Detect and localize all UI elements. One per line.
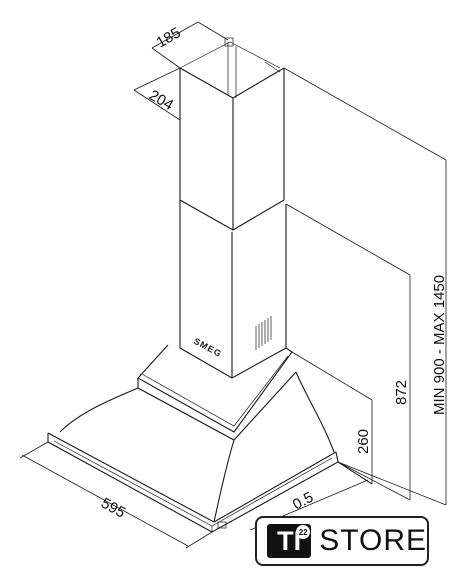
logo-superscript: 22 [296,525,311,539]
dimension-872-label: 872 [393,380,410,405]
dimension-partial-label: 0.5 [290,489,316,514]
dimension-595-label: 595 [98,495,128,522]
dimension-width-185: 185 [151,21,229,69]
dimension-260: 260 [291,351,373,485]
dimension-595: 595 [19,441,213,549]
dimension-872: 872 [285,203,411,501]
hood-brand-label: SMEG [192,336,224,359]
dimension-185-label: 185 [154,24,184,51]
chimney-upper-section [179,37,285,231]
dimension-total-height-label: MIN 900 - MAX 1450 [431,275,448,415]
vent-grille [255,316,272,350]
dimension-total-height: MIN 900 - MAX 1450 [283,67,448,506]
store-logo: TI 22 STORE [255,516,429,566]
dimension-depth-204: 204 [133,67,181,124]
logo-word: STORE [319,524,427,557]
hood-body [47,344,339,533]
dimension-204-label: 204 [146,87,176,114]
logo-mark: TI 22 [267,524,312,558]
dimension-260-label: 260 [355,429,372,454]
